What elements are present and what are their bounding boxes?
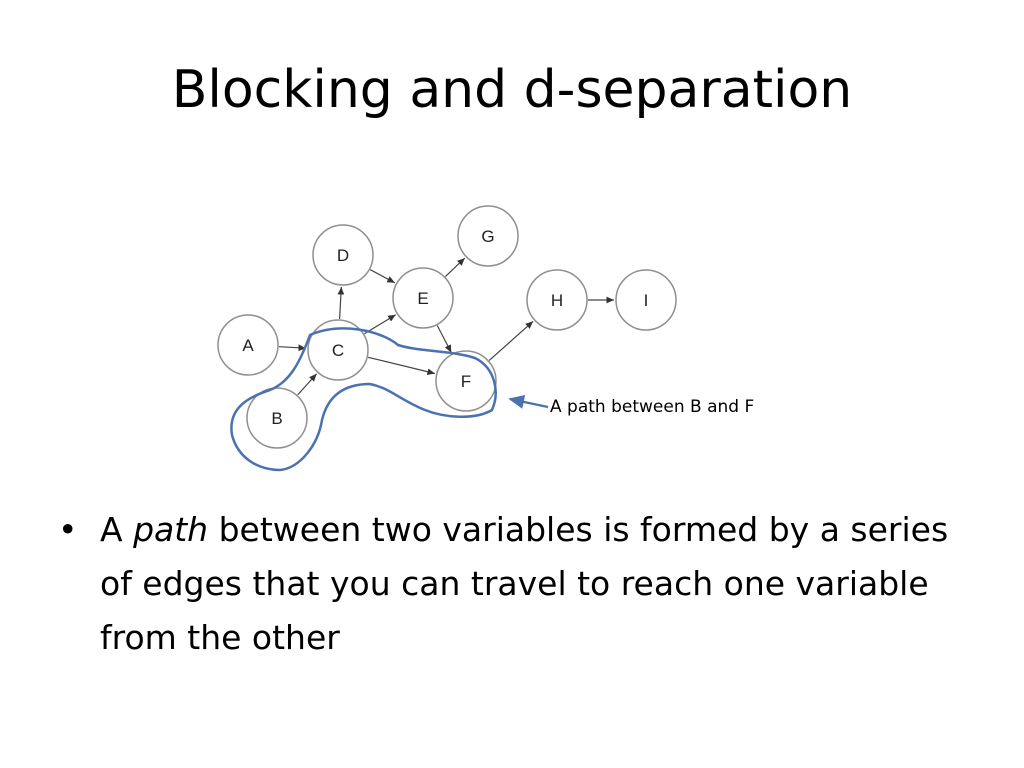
edge-e-to-f: [436, 325, 452, 353]
node-d: D: [312, 224, 374, 286]
bullet-text-after: between two variables is formed by a ser…: [100, 510, 949, 657]
node-circle: [392, 267, 454, 329]
edge-c-to-d: [337, 286, 345, 320]
node-circle: [246, 387, 308, 449]
edge-d-to-e: [370, 269, 396, 284]
edge-e-to-g: [444, 257, 466, 278]
bullet-item: • A path between two variables is formed…: [58, 503, 958, 665]
node-circle: [526, 269, 588, 331]
node-circle: [615, 269, 677, 331]
node-c: C: [307, 319, 369, 381]
bullet-dot-icon: •: [58, 510, 78, 549]
node-label: D: [337, 246, 349, 265]
path-highlight-outline: [230, 327, 497, 472]
slide-title: Blocking and d-separation: [171, 60, 853, 120]
node-label: A: [242, 336, 254, 355]
node-circle: [435, 350, 497, 412]
edges-layer: [278, 257, 614, 396]
path-annotation-label: A path between B and F: [550, 397, 755, 417]
edge-a-to-c: [278, 344, 307, 352]
node-a: A: [217, 314, 279, 376]
annotation-arrow: [508, 395, 549, 409]
node-label: H: [551, 291, 563, 310]
node-circle: [457, 205, 519, 267]
edge-b-to-c: [297, 373, 318, 396]
node-label: B: [271, 409, 282, 428]
node-label: C: [332, 341, 344, 360]
bullet-text-before: A: [100, 510, 134, 549]
edge-f-to-h: [488, 320, 534, 361]
node-circle: [312, 224, 374, 286]
bullet-list: • A path between two variables is formed…: [58, 503, 958, 665]
node-e: E: [392, 267, 454, 329]
node-label: G: [481, 227, 494, 246]
node-circle: [307, 319, 369, 381]
node-circle: [217, 314, 279, 376]
nodes-layer: A B C D E F G H I: [217, 205, 677, 449]
bullet-emphasis: path: [133, 510, 209, 549]
node-g: G: [457, 205, 519, 267]
node-label: I: [644, 291, 649, 310]
node-label: E: [417, 289, 428, 308]
node-label: F: [461, 372, 471, 391]
node-b: B: [246, 387, 308, 449]
node-h: H: [526, 269, 588, 331]
node-f: F: [435, 350, 497, 412]
node-i: I: [615, 269, 677, 331]
edge-c-to-f: [367, 356, 436, 375]
